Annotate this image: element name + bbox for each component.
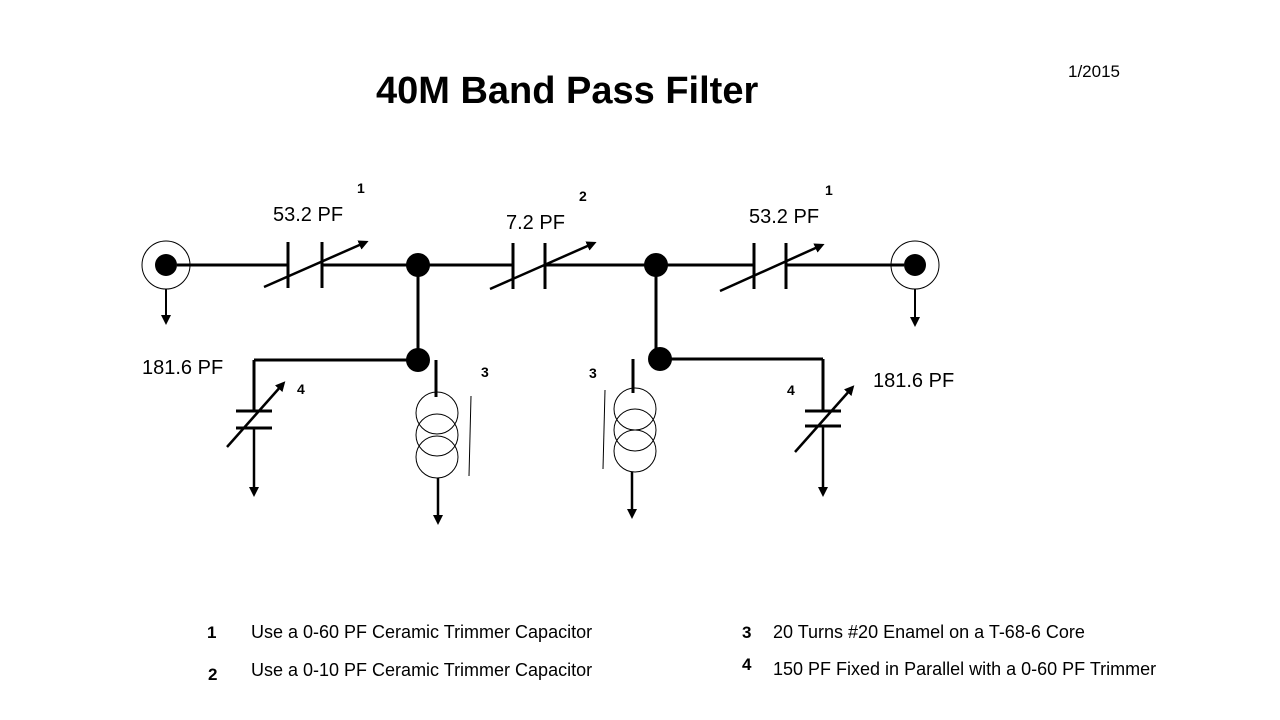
legend-text-1: Use a 0-60 PF Ceramic Trimmer Capacitor: [251, 622, 593, 642]
variable-capacitor-series-middle: [489, 241, 597, 291]
page-title: 40M Band Pass Filter: [376, 70, 759, 112]
legend-text-4: 150 PF Fixed in Parallel with a 0-60 PF …: [773, 659, 1157, 679]
value-label-shunt-left: 181.6 PF: [142, 357, 224, 379]
inductor-left: [415, 391, 472, 525]
variable-capacitor-series-right: [719, 243, 825, 293]
legend-text-2: Use a 0-10 PF Ceramic Trimmer Capacitor: [251, 660, 593, 680]
value-label-shunt-right: 181.6 PF: [873, 370, 955, 392]
legend-number-1: 1: [207, 623, 217, 642]
ref-number-series-right: 1: [825, 182, 833, 198]
legend-number-3: 3: [742, 623, 752, 642]
ref-number-inductor-left: 3: [481, 364, 489, 380]
shunt-wiring-right: [631, 265, 825, 411]
value-label-series-right: 53.2 PF: [749, 206, 820, 228]
shunt-wiring-left: [252, 265, 438, 411]
inductor-right: [602, 387, 657, 519]
date-label: 1/2015: [1068, 62, 1120, 81]
input-connector: [141, 240, 191, 325]
ref-number-series-middle: 2: [579, 188, 587, 204]
value-label-series-left: 53.2 PF: [273, 204, 344, 226]
ref-number-shunt-left: 4: [297, 381, 305, 397]
ref-number-shunt-right: 4: [787, 382, 795, 398]
ref-number-series-left: 1: [357, 180, 365, 196]
ref-number-inductor-right: 3: [589, 365, 597, 381]
output-connector: [890, 240, 940, 327]
legend-text-3: 20 Turns #20 Enamel on a T-68-6 Core: [773, 622, 1085, 642]
value-label-series-middle: 7.2 PF: [506, 212, 565, 234]
variable-capacitor-series-left: [263, 240, 369, 289]
legend-number-4: 4: [742, 655, 752, 674]
variable-capacitor-shunt-right: [794, 385, 855, 497]
legend-number-2: 2: [208, 665, 218, 684]
variable-capacitor-shunt-left: [226, 381, 286, 497]
